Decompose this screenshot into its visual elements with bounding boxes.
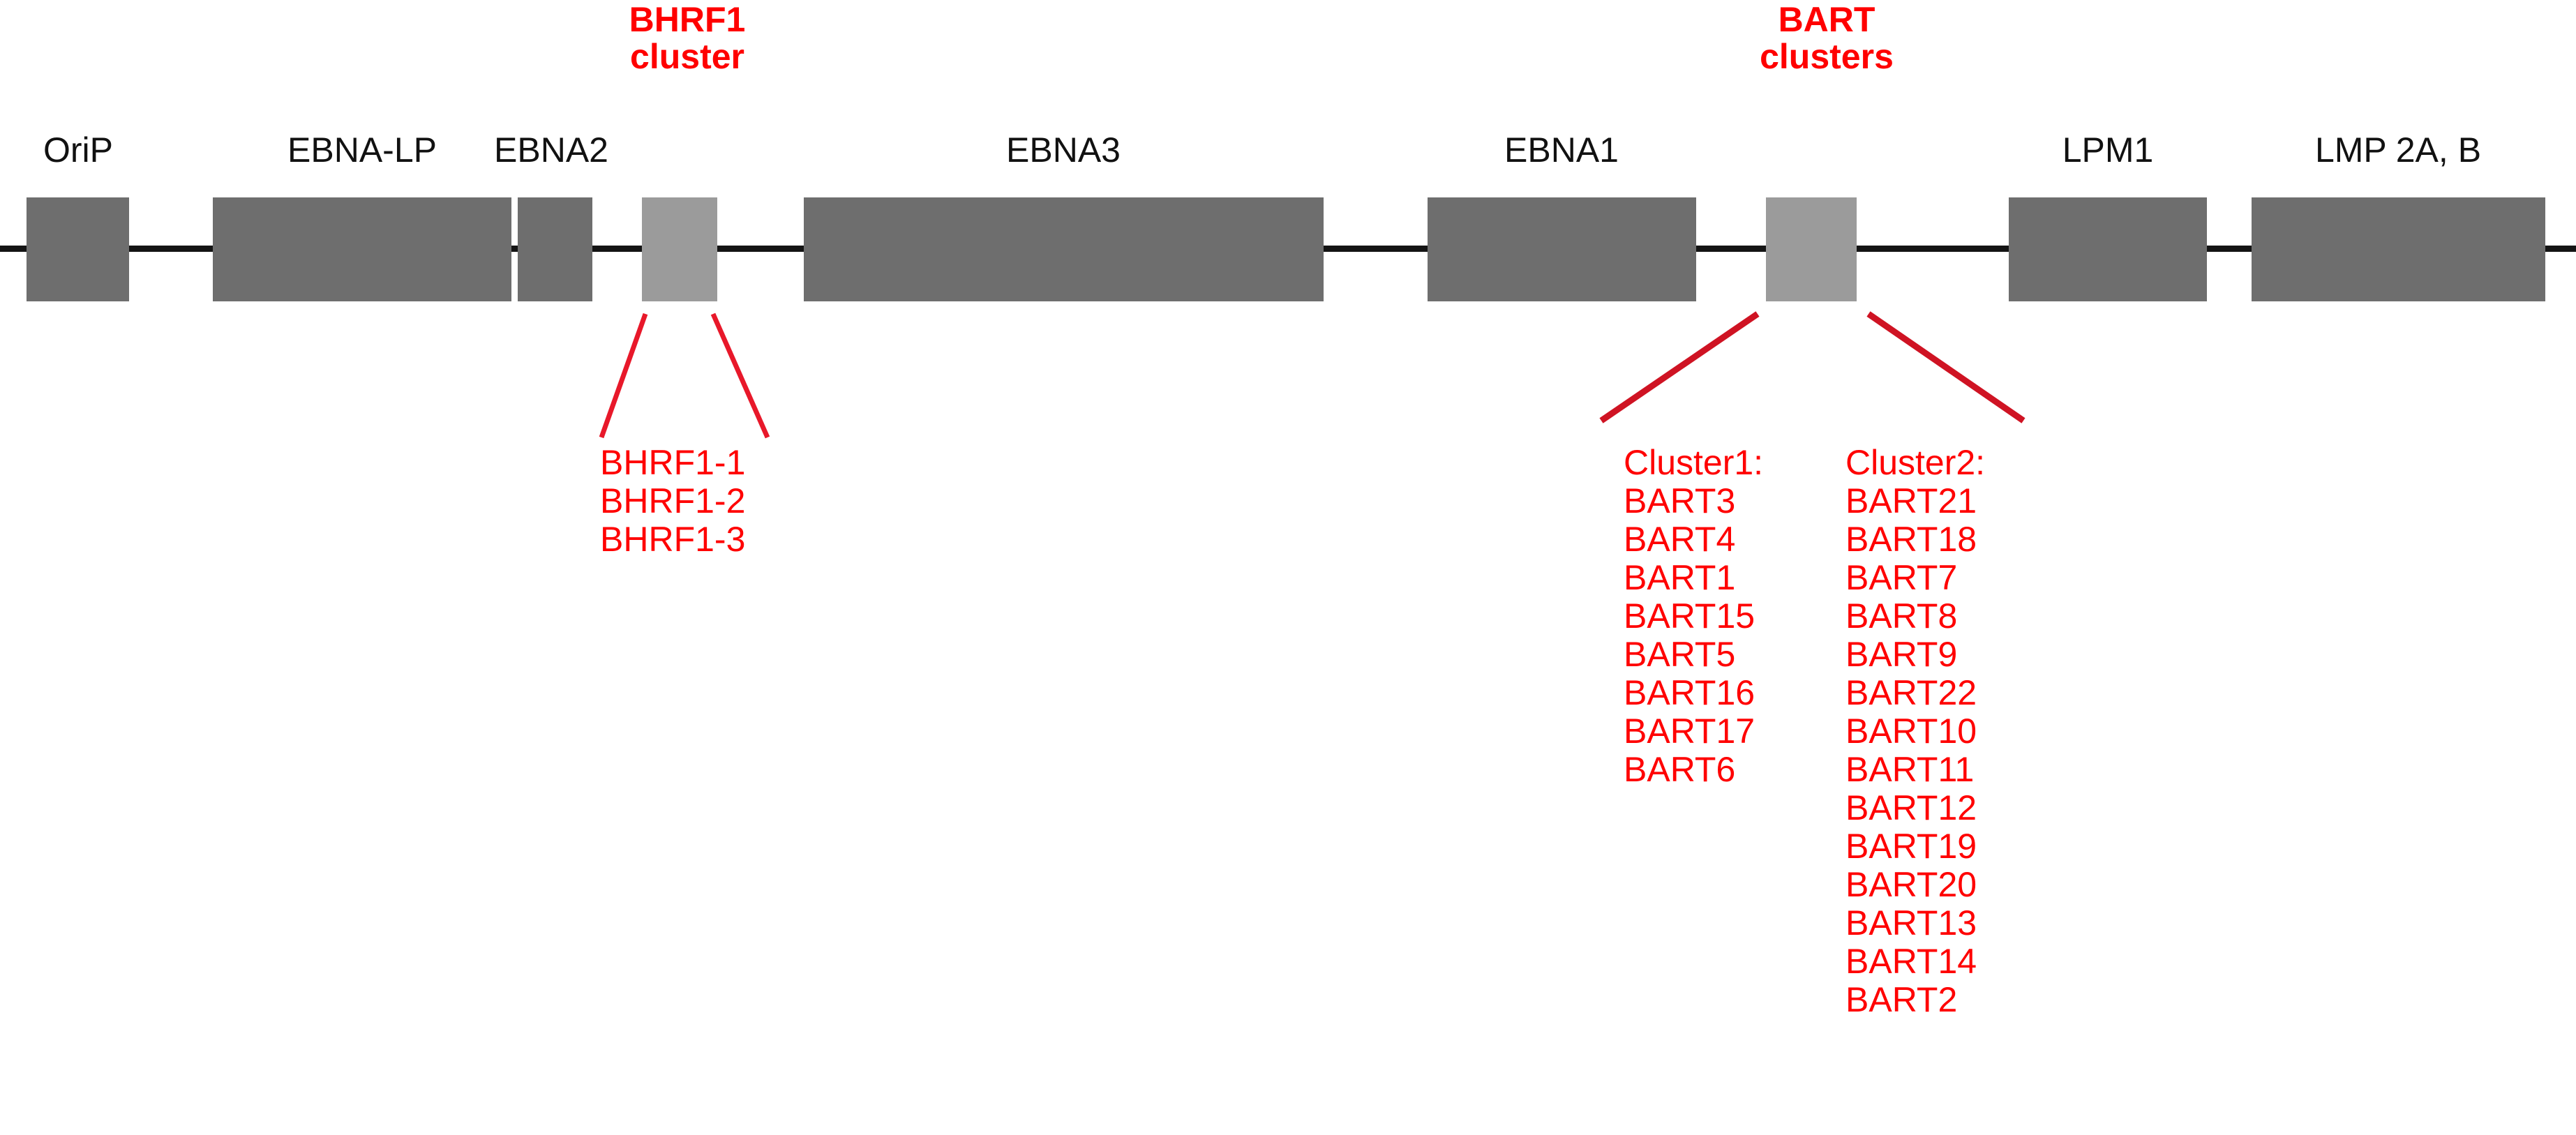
list-item: BHRF1-1 xyxy=(600,443,746,482)
cluster-heading-bhrf1: BHRF1 cluster xyxy=(548,1,827,75)
cluster-heading-bhrf1-line2: cluster xyxy=(630,37,744,76)
mirna-list-bhrf1: BHRF1-1 BHRF1-2 BHRF1-3 xyxy=(600,444,745,559)
mirna-list-bart-cluster1: Cluster1: BART3 BART4 BART1 BART15 BART5… xyxy=(1624,444,1763,789)
gene-box-lpm1[interactable] xyxy=(2009,197,2207,301)
genome-backbone-segment xyxy=(2541,246,2576,252)
list-item: BART6 xyxy=(1624,750,1736,789)
genome-backbone-segment xyxy=(713,246,809,252)
list-item: BART12 xyxy=(1845,788,1977,827)
leader-line-bhrf1-left xyxy=(599,313,648,439)
list-item: BART13 xyxy=(1845,903,1977,942)
list-item: BART18 xyxy=(1845,520,1977,559)
gene-label-ebna-lp: EBNA-LP xyxy=(287,130,437,170)
mirna-list-bart-cluster2: Cluster2: BART21 BART18 BART7 BART8 BART… xyxy=(1845,444,1985,1019)
list-item: BHRF1-3 xyxy=(600,520,746,559)
gene-box-ebna1[interactable] xyxy=(1428,197,1696,301)
list-item: BART9 xyxy=(1845,635,1958,674)
gene-box-bart-cluster[interactable] xyxy=(1766,197,1857,301)
list-item: BART11 xyxy=(1845,750,1975,789)
gene-box-ebna3[interactable] xyxy=(804,197,1324,301)
leader-line-bart-right xyxy=(1866,311,2025,423)
leader-line-bhrf1-right xyxy=(710,313,770,439)
genome-backbone-segment xyxy=(1691,246,1771,252)
gene-label-orip: OriP xyxy=(43,130,113,170)
list-item: BART14 xyxy=(1845,942,1977,981)
genome-backbone-segment xyxy=(126,246,218,252)
list-item: BART19 xyxy=(1845,827,1977,866)
list-item: BART15 xyxy=(1624,596,1755,636)
genome-backbone-segment xyxy=(508,246,523,252)
list-item: BART2 xyxy=(1845,980,1958,1019)
gene-label-ebna1: EBNA1 xyxy=(1504,130,1619,170)
gene-label-ebna3: EBNA3 xyxy=(1006,130,1121,170)
list-item: BART1 xyxy=(1624,558,1736,597)
gene-box-ebna2[interactable] xyxy=(518,197,592,301)
genome-backbone-segment xyxy=(0,246,32,252)
gene-label-ebna2: EBNA2 xyxy=(494,130,608,170)
list-item: BART3 xyxy=(1624,481,1736,520)
list-item: BART21 xyxy=(1845,481,1977,520)
leader-line-bart-left xyxy=(1599,311,1760,423)
gene-box-bhrf1-cluster[interactable] xyxy=(642,197,717,301)
cluster-heading-bart-line1: BART xyxy=(1778,0,1875,39)
cluster-heading-bart-line2: clusters xyxy=(1760,37,1894,76)
list-item: BART8 xyxy=(1845,596,1958,636)
list-item: BART17 xyxy=(1624,712,1755,751)
cluster2-title: Cluster2: xyxy=(1845,443,1986,482)
cluster1-title: Cluster1: xyxy=(1624,443,1764,482)
gene-label-lpm1: LPM1 xyxy=(2062,130,2154,170)
list-item: BART4 xyxy=(1624,520,1736,559)
gene-box-orip[interactable] xyxy=(27,197,129,301)
list-item: BART5 xyxy=(1624,635,1736,674)
list-item: BART20 xyxy=(1845,865,1977,904)
list-item: BART10 xyxy=(1845,712,1977,751)
cluster-heading-bart: BART clusters xyxy=(1687,1,1966,75)
gene-box-ebna-lp[interactable] xyxy=(213,197,511,301)
gene-label-lmp2ab: LMP 2A, B xyxy=(2314,130,2482,170)
genome-backbone-segment xyxy=(1319,246,1433,252)
list-item: BART22 xyxy=(1845,673,1977,712)
gene-box-lmp2ab[interactable] xyxy=(2252,197,2545,301)
genome-backbone-segment xyxy=(2202,246,2256,252)
genome-backbone-segment xyxy=(1852,246,2014,252)
list-item: BART7 xyxy=(1845,558,1958,597)
list-item: BART16 xyxy=(1624,673,1755,712)
genome-backbone-segment xyxy=(587,246,647,252)
cluster-heading-bhrf1-line1: BHRF1 xyxy=(629,0,746,39)
list-item: BHRF1-2 xyxy=(600,481,746,520)
